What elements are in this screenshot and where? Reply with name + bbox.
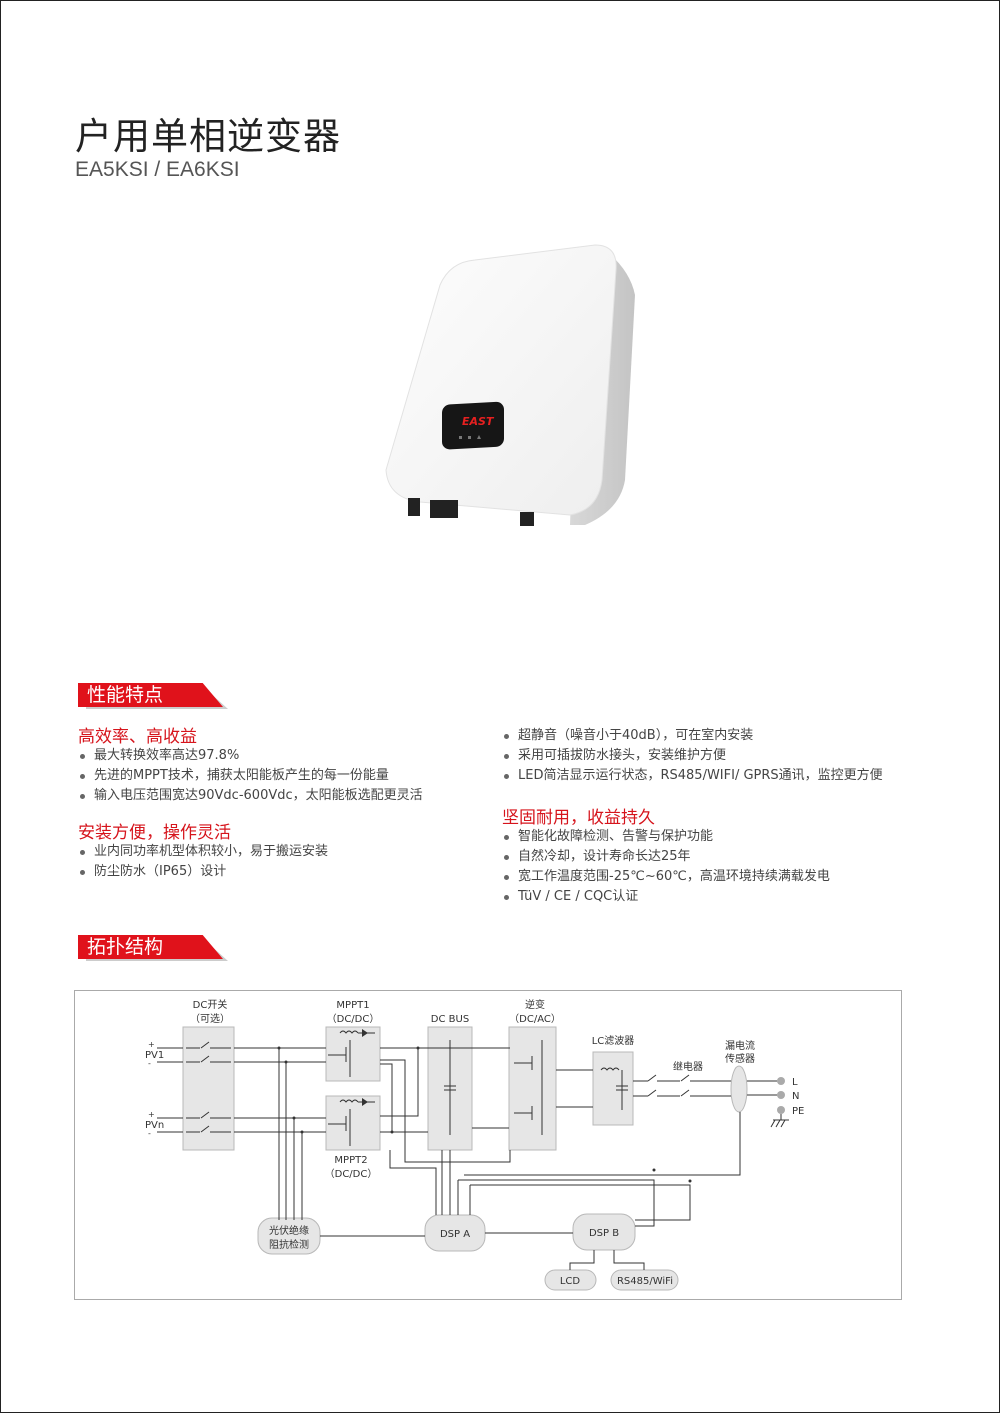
pv1-minus: - — [148, 1059, 151, 1068]
pvn-minus: - — [148, 1129, 151, 1138]
list-item: 防尘防水（IP65）设计 — [78, 862, 328, 882]
brand-logo: EAST — [462, 415, 495, 428]
feature-list: 智能化故障检测、告警与保护功能 自然冷却，设计寿命长达25年 宽工作温度范围-2… — [502, 827, 830, 907]
features-banner-label: 性能特点 — [87, 684, 164, 706]
dsp-b-box — [572, 1213, 636, 1251]
inverter-product-image: EAST — [380, 240, 640, 530]
topology-banner-label: 拓扑结构 — [87, 936, 164, 958]
list-item: TüV / CE / CQC认证 — [502, 887, 830, 907]
insulation-label: 光伏绝缘 — [269, 1224, 309, 1237]
list-item: 宽工作温度范围-25℃~60℃，高温环境持续满载发电 — [502, 867, 830, 887]
feature-heading: 安装方便，操作灵活 — [78, 823, 231, 843]
pv1-plus: + — [148, 1040, 155, 1049]
lc-filter-box — [592, 1051, 634, 1126]
mppt2-box — [325, 1095, 381, 1151]
lcd-label: LCD — [560, 1276, 581, 1287]
output-pe-label: PE — [792, 1106, 804, 1117]
mppt2-sub-label: （DC/DC） — [325, 1168, 378, 1180]
inverter-box — [508, 1026, 557, 1151]
page-title: 户用单相逆变器 — [75, 115, 341, 158]
list-item: 采用可插拔防水接头，安装维护方便 — [502, 746, 883, 766]
relay-label: 继电器 — [673, 1060, 703, 1073]
mppt1-label: MPPT1 — [336, 1000, 369, 1011]
feature-heading: 高效率、高收益 — [78, 727, 197, 747]
list-item: 智能化故障检测、告警与保护功能 — [502, 827, 830, 847]
pvn-label: PVn — [145, 1120, 164, 1131]
dc-bus-label: DC BUS — [431, 1014, 469, 1025]
mppt2-label: MPPT2 — [334, 1155, 367, 1166]
model-subtitle: EA5KSI / EA6KSI — [75, 158, 240, 181]
feature-list: 最大转换效率高达97.8% 先进的MPPT技术，捕获太阳能板产生的每一份能量 输… — [78, 746, 423, 806]
feature-list: 超静音（噪音小于40dB），可在室内安装 采用可插拔防水接头，安装维护方便 LE… — [502, 726, 883, 786]
inverter-label: 逆变 — [525, 998, 545, 1011]
insulation-label-2: 阻抗检测 — [269, 1238, 309, 1251]
output-l-label: L — [792, 1077, 798, 1088]
features-banner: 性能特点 — [78, 683, 228, 709]
dc-switch-label: DC开关 — [193, 998, 228, 1011]
list-item: 先进的MPPT技术，捕获太阳能板产生的每一份能量 — [78, 766, 423, 786]
list-item: 业内同功率机型体积较小，易于搬运安装 — [78, 842, 328, 862]
mppt1-box — [325, 1026, 381, 1082]
feature-heading: 坚固耐用，收益持久 — [502, 808, 655, 828]
leak-sensor-label-2: 传感器 — [725, 1052, 755, 1065]
leak-current-sensor — [730, 1065, 748, 1113]
dc-switch-optional-label: （可选） — [190, 1012, 230, 1025]
pvn-plus: + — [148, 1110, 155, 1119]
dsp-a-label: DSP A — [440, 1229, 470, 1240]
output-n-label: N — [792, 1091, 799, 1102]
dsp-b-label: DSP B — [589, 1228, 619, 1239]
feature-list: 业内同功率机型体积较小，易于搬运安装 防尘防水（IP65）设计 — [78, 842, 328, 882]
topology-banner: 拓扑结构 — [78, 935, 228, 961]
comm-label: RS485/WiFi — [617, 1276, 673, 1287]
lc-filter-label: LC滤波器 — [592, 1034, 635, 1047]
mppt1-sub-label: （DC/DC） — [327, 1013, 380, 1025]
leak-sensor-label: 漏电流 — [725, 1039, 755, 1052]
list-item: LED简洁显示运行状态，RS485/WIFI/ GPRS通讯，监控更方便 — [502, 766, 883, 786]
topology-diagram: DC开关 （可选） MPPT1 （DC/DC） MPPT2 （DC/DC） DC… — [74, 990, 902, 1300]
list-item: 最大转换效率高达97.8% — [78, 746, 423, 766]
list-item: 自然冷却，设计寿命长达25年 — [502, 847, 830, 867]
inverter-sub-label: （DC/AC） — [509, 1013, 561, 1025]
list-item: 输入电压范围宽达90Vdc-600Vdc，太阳能板选配更灵活 — [78, 786, 423, 806]
pv1-label: PV1 — [145, 1050, 164, 1061]
list-item: 超静音（噪音小于40dB），可在室内安装 — [502, 726, 883, 746]
